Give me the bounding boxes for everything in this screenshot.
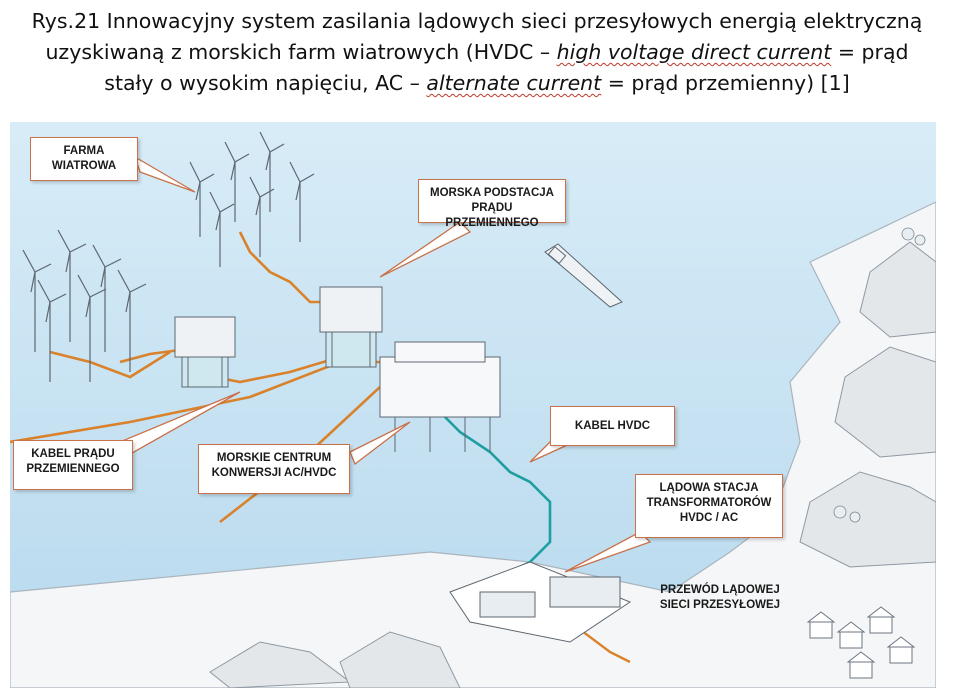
label-onshore-station-line3: HVDC / AC <box>679 512 739 524</box>
label-offshore-substation-line1: MORSKA PODSTACJA <box>430 187 554 199</box>
label-ac-cable-line1: KABEL PRĄDU <box>31 448 115 460</box>
label-conversion-centre: MORSKIE CENTRUM KONWERSJI AC/HVDC <box>198 444 350 494</box>
label-hvdc-cable-text: KABEL HVDC <box>574 420 651 432</box>
energy-system-diagram: FARMA WIATROWA MORSKA PODSTACJA PRĄDU PR… <box>9 122 937 689</box>
callout-pointers <box>119 155 652 573</box>
caption-line-3: stały o wysokim napięciu, AC – alternate… <box>0 68 954 99</box>
ship <box>544 243 623 308</box>
label-ac-cable-line2: PRZEMIENNEGO <box>26 463 120 475</box>
figure-caption: Rys.21 Innowacyjny system zasilania lądo… <box>0 6 954 99</box>
wind-turbines <box>22 131 315 382</box>
label-wind-farm-line1: FARMA <box>63 145 105 157</box>
label-land-power-line: PRZEWÓD LĄDOWEJ SIECI PRZESYŁOWEJ <box>650 583 790 613</box>
trees <box>833 227 926 523</box>
label-conversion-centre-line1: MORSKIE CENTRUM <box>216 452 332 464</box>
caption-line-2: uzyskiwaną z morskich farm wiatrowych (H… <box>0 37 954 68</box>
label-ac-cable: KABEL PRĄDU PRZEMIENNEGO <box>13 440 133 490</box>
caption-line-2-prefix: uzyskiwaną z morskich farm wiatrowych (H… <box>45 40 557 64</box>
label-hvdc-cable: KABEL HVDC <box>550 406 675 446</box>
onshore-station <box>449 561 632 643</box>
caption-term-ac: alternate current <box>426 71 602 95</box>
converter-platform <box>379 341 501 452</box>
label-wind-farm-line2: WIATROWA <box>51 160 117 172</box>
ac-substation-left <box>174 316 236 388</box>
caption-line-3-prefix: stały o wysokim napięciu, AC – <box>104 71 427 95</box>
caption-line-1: Rys.21 Innowacyjny system zasilania lądo… <box>31 9 923 33</box>
label-land-power-line-1: PRZEWÓD LĄDOWEJ <box>660 584 780 596</box>
label-offshore-substation: MORSKA PODSTACJA PRĄDU PRZEMIENNEGO <box>418 179 566 229</box>
label-land-power-line-2: SIECI PRZESYŁOWEJ <box>659 599 781 611</box>
caption-line-3-suffix: = prąd przemienny) [1] <box>601 71 850 95</box>
label-offshore-substation-line2: PRĄDU PRZEMIENNEGO <box>445 202 539 229</box>
label-conversion-centre-line2: KONWERSJI AC/HVDC <box>211 467 337 479</box>
label-wind-farm: FARMA WIATROWA <box>30 137 138 181</box>
label-onshore-station: LĄDOWA STACJA TRANSFORMATORÓW HVDC / AC <box>635 474 783 538</box>
caption-term-hvdc: high voltage direct current <box>556 40 832 64</box>
caption-line-2-suffix: = prąd <box>831 40 909 64</box>
label-onshore-station-line2: TRANSFORMATORÓW <box>646 497 772 509</box>
mountains <box>209 241 937 689</box>
houses <box>806 606 916 679</box>
label-onshore-station-line1: LĄDOWA STACJA <box>659 482 759 494</box>
ac-substation-right <box>319 286 383 368</box>
